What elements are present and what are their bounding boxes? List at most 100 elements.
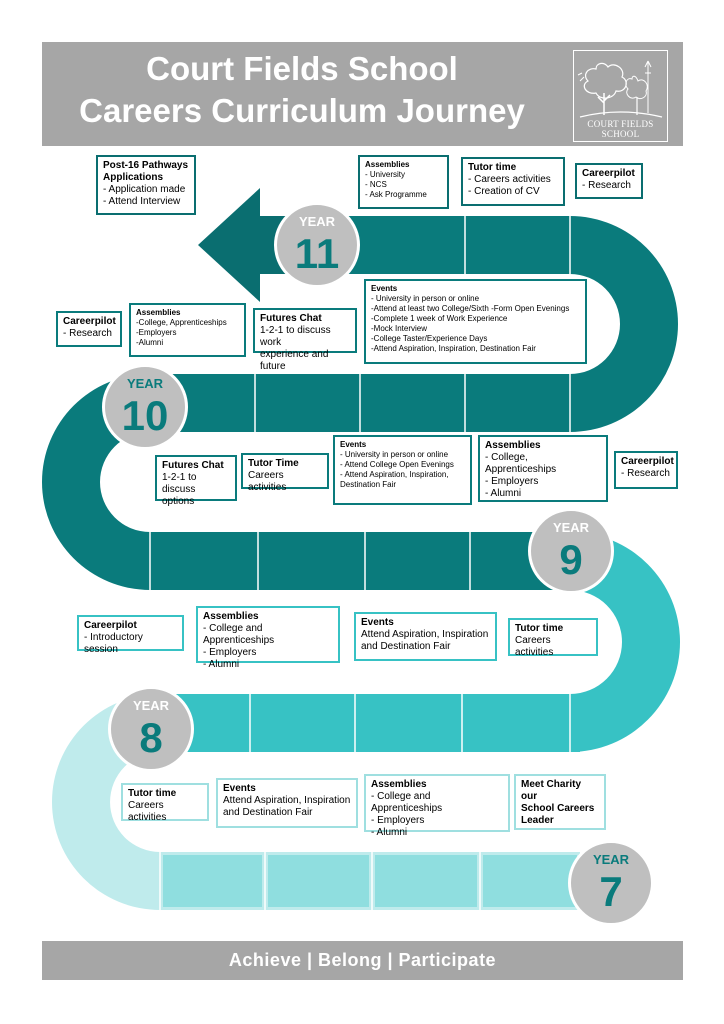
school-title: Court Fields School [146,50,458,87]
box-item: - Alumni [485,488,522,499]
box-heading: Events [371,284,398,293]
year11-post16-box: Post-16 Pathways Applications - Applicat… [96,155,196,215]
year8-careerpilot-box: Careerpilot - Introductory session [77,615,184,655]
year9-road [150,532,570,590]
box-item: and Destination Fair [361,641,451,652]
box-item: - Ask Programme [365,190,427,199]
year8-road [160,694,580,752]
year11-careerpilot-box: Careerpilot - Research [575,163,643,199]
box-item: - Introductory session [84,632,143,655]
box-heading: Leader [521,815,554,826]
year-number: 7 [599,868,623,915]
box-heading: Assemblies [485,440,541,451]
year10-assemblies-box: Assemblies -College, Apprenticeships -Em… [129,303,246,357]
year7-tutor-box: Tutor time Careers activities [121,783,209,823]
box-item: - Attend Aspiration, Inspiration, [340,470,449,479]
year9-tutor-box: Tutor Time Careers activities [241,453,329,493]
box-item: - College, Apprenticeships [485,452,557,475]
box-item: - Employers [485,476,539,487]
box-item: Attend Aspiration, Inspiration [361,629,489,640]
box-item: - Attend College Open Evenings [340,460,454,469]
box-heading: Applications [103,172,164,183]
year11-assemblies-box: Assemblies - University - NCS - Ask Prog… [358,155,449,209]
box-heading: Meet Charity our [521,779,582,802]
box-heading: Assemblies [371,779,427,790]
box-heading: Tutor Time [248,458,299,469]
box-item: - Research [582,180,631,191]
year7-meet-leader-box: Meet Charity our School Careers Leader [514,774,606,830]
year-number: 10 [121,392,169,439]
box-item: - Attend Interview [103,196,181,207]
year-label: YEAR [552,520,590,535]
box-item: - Research [621,468,670,479]
year7-assemblies-box: Assemblies - College and Apprenticeships… [364,774,510,838]
year-label: YEAR [126,376,164,391]
box-item: -Alumni [136,338,164,347]
logo-text-1: COURT FIELDS [587,119,654,129]
box-heading: Tutor time [468,162,517,173]
year9-events-box: Events - University in person or online … [333,435,472,505]
box-item: -College Taster/Experience Days [371,334,488,343]
box-heading: Events [340,440,367,449]
box-heading: Assemblies [365,160,410,169]
box-heading: Futures Chat [260,313,322,324]
box-heading: School Careers [521,803,595,814]
school-motto: Achieve | Belong | Participate [228,950,497,970]
year-label: YEAR [298,214,336,229]
box-item: - NCS [365,180,387,189]
box-item: -College, Apprenticeships [136,318,227,327]
box-heading: Events [223,783,256,794]
box-heading: Post-16 Pathways [103,160,189,171]
year11-tutor-box: Tutor time - Careers activities - Creati… [461,157,565,206]
footer-banner: Achieve | Belong | Participate [42,941,683,980]
box-item: - University in person or online [371,294,480,303]
box-item: -Attend at least two College/Sixth -Form… [371,304,570,313]
box-heading: Assemblies [203,611,259,622]
box-heading: Events [361,617,394,628]
year8-assemblies-box: Assemblies - College and Apprenticeships… [196,606,340,670]
year8-badge: YEAR 8 [108,686,194,772]
year-number: 9 [559,536,583,583]
box-item: -Attend Aspiration, Inspiration, Destina… [371,344,536,353]
box-item: experience and future [260,349,329,372]
year10-careerpilot-box: Careerpilot - Research [56,311,122,347]
year7-events-box: Events Attend Aspiration, Inspiration an… [216,778,358,828]
year-label: YEAR [132,698,170,713]
arrow-left-icon [198,188,300,302]
box-item: - University in person or online [340,450,449,459]
curve-11-10 [570,216,678,432]
box-item: - Creation of CV [468,186,540,197]
box-item: Careers activities [128,800,167,823]
box-heading: Assemblies [136,308,181,317]
year8-events-box: Events Attend Aspiration, Inspiration an… [354,612,497,661]
box-heading: Careerpilot [84,620,137,631]
box-item: Destination Fair [340,480,397,489]
school-logo: COURT FIELDS SCHOOL [573,50,668,142]
box-item: - University [365,170,406,179]
box-item: - Application made [103,184,186,195]
box-item: - College and Apprenticeships [371,791,443,814]
box-item: options [162,496,195,507]
year9-assemblies-box: Assemblies - College, Apprenticeships - … [478,435,608,502]
tree-icon [577,60,663,118]
year-label: YEAR [592,852,630,867]
year10-futures-box: Futures Chat 1-2-1 to discuss work exper… [253,308,357,372]
page-title: Careers Curriculum Journey [79,92,525,129]
header-banner: Court Fields School Careers Curriculum J… [42,42,683,146]
box-item: - Employers [371,815,425,826]
box-heading: Tutor time [515,623,564,634]
box-item: - Employers [203,647,257,658]
year-number: 11 [294,230,340,277]
box-item: and Destination Fair [223,807,313,818]
box-item: - Careers activities [468,174,551,185]
year10-events-box: Events - University in person or online … [364,279,587,364]
box-heading: Futures Chat [162,460,224,471]
year9-careerpilot-box: Careerpilot - Research [614,451,678,489]
year9-badge: YEAR 9 [528,508,614,594]
box-heading: Tutor time [128,788,177,799]
box-item: -Mock Interview [371,324,428,333]
box-item: -Complete 1 week of Work Experience [371,314,508,323]
year9-futures-box: Futures Chat 1-2-1 to discuss options [155,455,237,507]
box-item: - Research [63,328,112,339]
